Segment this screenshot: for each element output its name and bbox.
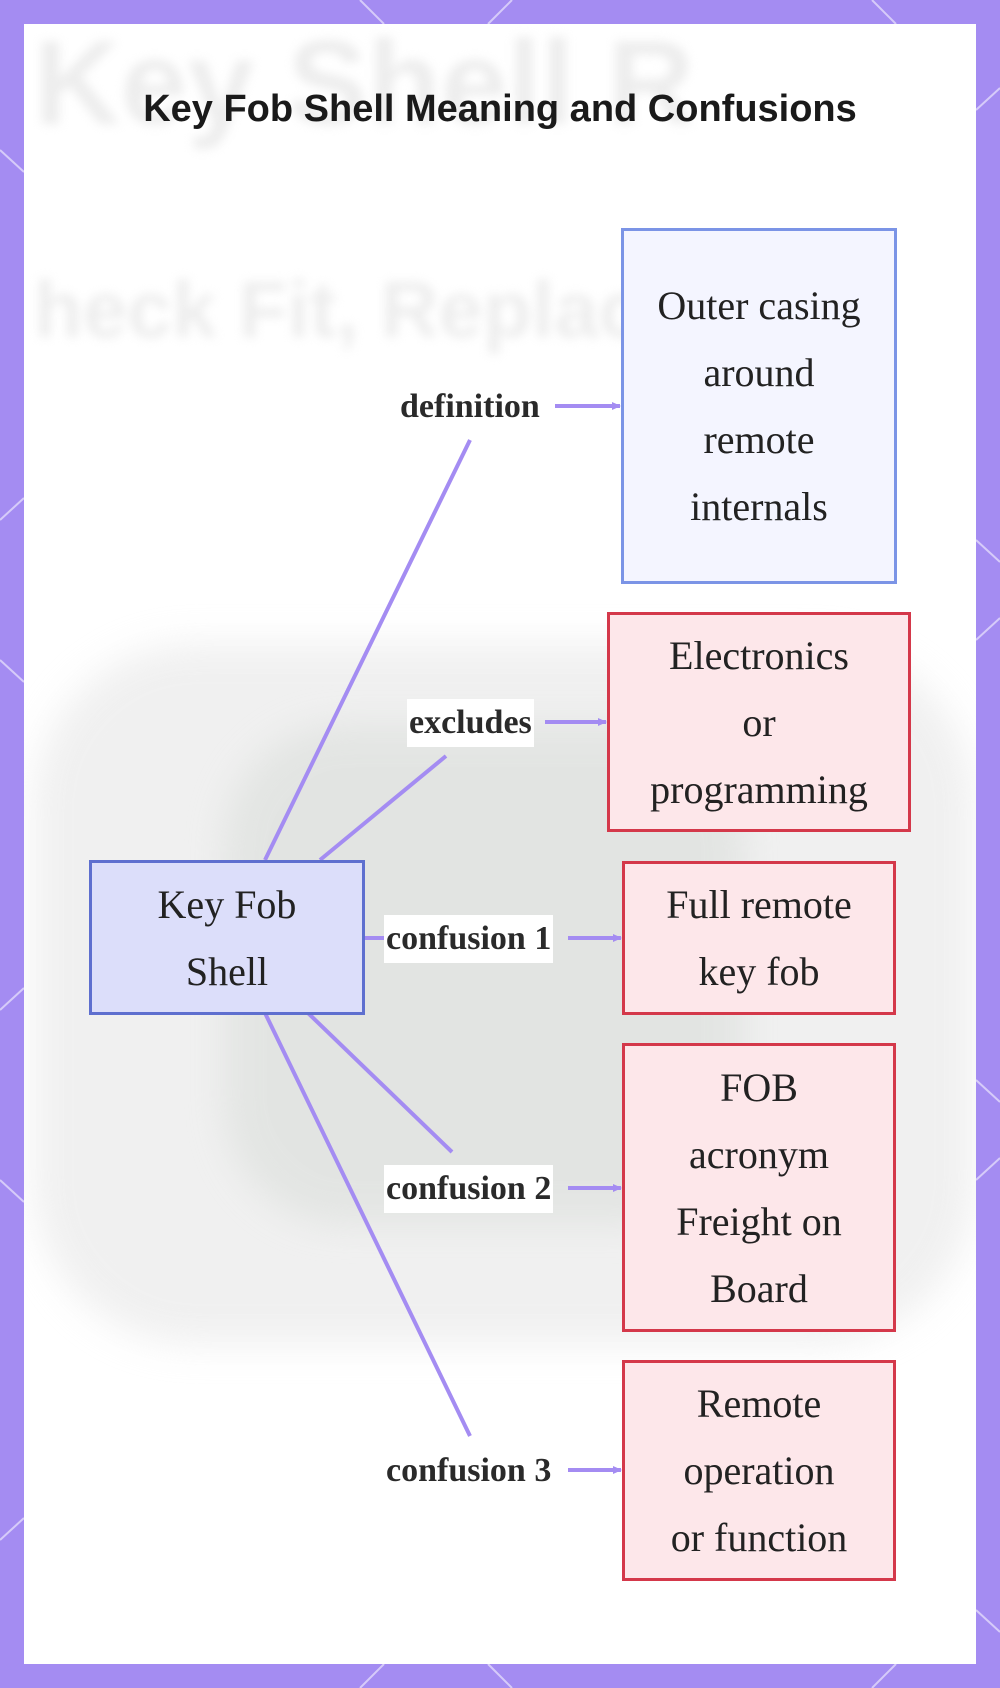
background-watermark: Key Shell R bbox=[34, 24, 695, 150]
background-watermark: heck Fit, Replace bbox=[34, 265, 688, 354]
node-key-fob-shell: Key Fob Shell bbox=[89, 860, 365, 1015]
node-excludes: Electronics or programming bbox=[607, 612, 911, 832]
node-key-fob-shell-label: Key Fob Shell bbox=[157, 881, 297, 994]
edge-confusion2-line bbox=[306, 1011, 454, 1154]
diagram-title: Key Fob Shell Meaning and Confusions bbox=[143, 88, 857, 130]
node-confusion-3-label: Remote operation or function bbox=[670, 1381, 848, 1560]
edge-label-confusion-1: confusion 1 bbox=[384, 915, 554, 963]
node-confusion-2-label: FOB acronym Freight on Board bbox=[676, 1064, 842, 1311]
edge-label-confusion-3: confusion 3 bbox=[386, 1452, 552, 1489]
edge-label-excludes: excludes bbox=[407, 699, 534, 747]
node-confusion-1: Full remote key fob bbox=[622, 861, 896, 1015]
node-confusion-3: Remote operation or function bbox=[622, 1360, 896, 1581]
node-definition: Outer casing around remote internals bbox=[621, 228, 897, 584]
node-definition-label: Outer casing around remote internals bbox=[657, 283, 861, 529]
edge-definition-line bbox=[263, 439, 472, 861]
edge-excludes-line bbox=[318, 754, 448, 862]
node-excludes-label: Electronics or programming bbox=[650, 632, 868, 812]
edge-label-definition: definition bbox=[398, 383, 542, 431]
node-confusion-2: FOB acronym Freight on Board bbox=[622, 1043, 896, 1332]
edge-label-confusion-2: confusion 2 bbox=[384, 1165, 554, 1213]
edge-confusion3-line bbox=[263, 1012, 472, 1437]
node-confusion-1-label: Full remote key fob bbox=[666, 882, 852, 994]
